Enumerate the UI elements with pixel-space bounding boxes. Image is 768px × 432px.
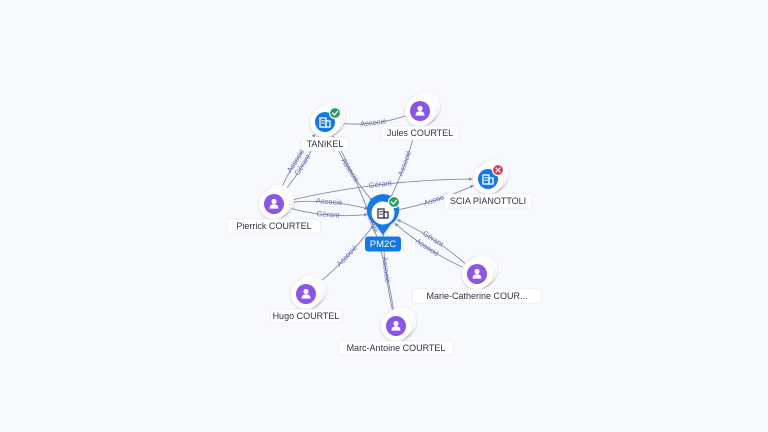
person-icon [301,288,311,299]
person-icon [269,198,279,209]
edge-line [340,115,405,126]
person-icon [391,320,401,331]
check-badge-icon [387,195,401,209]
building-icon [377,208,389,219]
node-label-text: Marc-Antoine COURTEL [347,343,446,353]
node-label-text: Marie-Catherine COUR... [426,291,527,301]
node-label: SCIA PIANOTTOLI [443,193,533,209]
edge-line [398,185,474,211]
edge-label: Associé [360,117,387,129]
center-label-text: PM2C [370,239,397,250]
graph-node-marie[interactable]: Marie-Catherine COUR... [411,255,543,304]
graph-node-scia[interactable]: SCIA PIANOTTOLI [443,160,533,209]
node-label-text: TANIKEL [307,139,344,149]
node-label-text: SCIA PIANOTTOLI [450,196,526,206]
edge-line [317,225,374,284]
node-label: Marc-Antoine COURTEL [338,340,454,356]
edge-label: Associé [335,243,360,268]
building-icon [319,117,331,128]
graph-node-pierrick[interactable]: Pierrick COURTEL [227,185,321,234]
center-label: PM2C [365,236,401,252]
edge-line [289,207,368,217]
node-label: Pierrick COURTEL [227,218,321,234]
node-label: Hugo COURTEL [269,308,343,324]
graph-node-jules[interactable]: Jules COURTEL [380,92,460,141]
check-badge-icon [328,106,342,120]
edge-label: Associé [380,256,392,283]
edge-line [394,223,463,268]
building-icon [482,174,494,185]
graph-node-tanikel[interactable]: TANIKEL [301,103,349,152]
edge-label: Gérant [316,209,341,220]
person-icon [472,268,482,279]
node-label-text: Jules COURTEL [387,128,453,138]
edge-label: Associé [316,196,343,207]
edge-line [289,200,369,210]
edge-line [396,219,466,264]
node-label: TANIKEL [301,136,349,152]
edge-label: Associé [339,157,361,184]
person-icon [415,105,425,116]
edge-label: Associé [396,149,413,177]
nodes-layer: TANIKEL Jules COURTEL SCIA PIANOTTOLI Pierr… [227,92,543,356]
node-label-text: Pierrick COURTEL [236,221,311,231]
edge-label: Gérant [368,178,393,190]
graph-node-center[interactable]: PM2C [365,194,401,252]
node-label: Marie-Catherine COUR... [411,288,543,304]
close-badge-icon [491,163,505,177]
node-label: Jules COURTEL [380,125,460,141]
edge-line [289,177,473,201]
graph-node-hugo[interactable]: Hugo COURTEL [269,275,343,324]
node-label-text: Hugo COURTEL [273,311,340,321]
graph-node-marc[interactable]: Marc-Antoine COURTEL [338,307,454,356]
